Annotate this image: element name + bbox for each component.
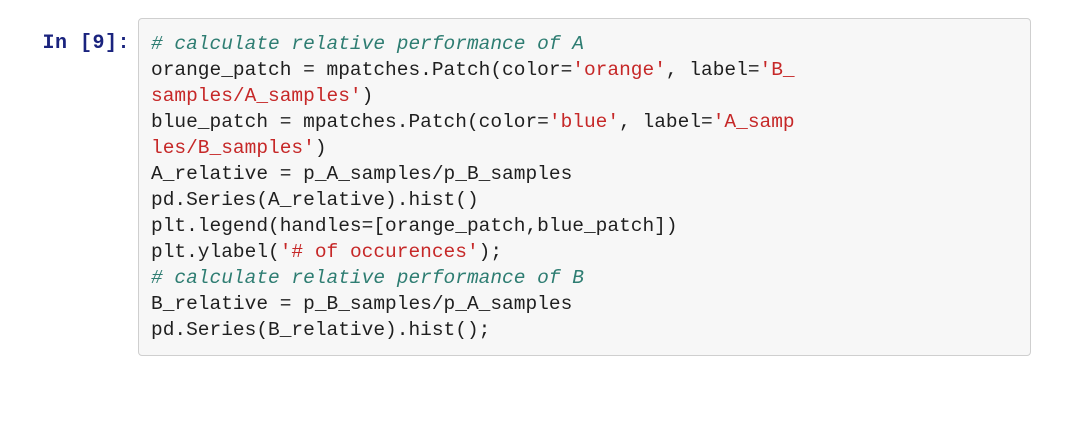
code-token-plain: pd.Series(B_relative).hist(); [151,319,491,341]
code-line: # calculate relative performance of B [151,265,1016,291]
code-cell[interactable]: In [9]: # calculate relative performance… [0,0,1031,356]
code-line: samples/A_samples') [151,83,1016,109]
code-line: plt.legend(handles=[orange_patch,blue_pa… [151,213,1016,239]
code-token-string: samples/A_samples' [151,85,362,107]
code-token-string: les/B_samples' [151,137,315,159]
code-token-plain: ); [478,241,503,263]
code-token-string: 'blue' [548,111,620,133]
code-token-plain: blue_patch = mpatches.Patch(color= [151,111,549,133]
code-token-comment: # calculate relative performance of B [151,267,584,289]
code-line: pd.Series(A_relative).hist() [151,187,1016,213]
code-token-plain: plt.legend(handles=[orange_patch,blue_pa… [151,215,678,237]
code-token-plain: , label= [665,59,760,81]
code-token-plain: B_relative = p_B_samples/p_A_samples [151,293,573,315]
code-token-comment: # calculate relative performance of A [151,33,584,55]
code-line: B_relative = p_B_samples/p_A_samples [151,291,1016,317]
code-line: pd.Series(B_relative).hist(); [151,317,1016,343]
code-token-string: 'orange' [572,59,666,81]
code-token-string: 'B_ [759,59,795,81]
code-token-string: 'A_samp [712,111,795,133]
code-line: blue_patch = mpatches.Patch(color='blue'… [151,109,1016,135]
code-token-plain: A_relative = p_A_samples/p_B_samples [151,163,573,185]
code-token-plain: plt.ylabel( [151,241,280,263]
code-line: plt.ylabel('# of occurences'); [151,239,1016,265]
code-token-plain: orange_patch = mpatches.Patch(color= [151,59,573,81]
code-line: A_relative = p_A_samples/p_B_samples [151,161,1016,187]
cell-execution-prompt: In [9]: [42,32,130,55]
code-line: les/B_samples') [151,135,1016,161]
code-token-plain: ) [361,85,374,107]
code-token-plain: ) [314,137,327,159]
code-token-string: '# of occurences' [279,241,479,263]
code-token-plain: , label= [619,111,713,133]
code-line: orange_patch = mpatches.Patch(color='ora… [151,57,1016,83]
code-token-plain: pd.Series(A_relative).hist() [151,189,479,211]
code-line: # calculate relative performance of A [151,31,1016,57]
